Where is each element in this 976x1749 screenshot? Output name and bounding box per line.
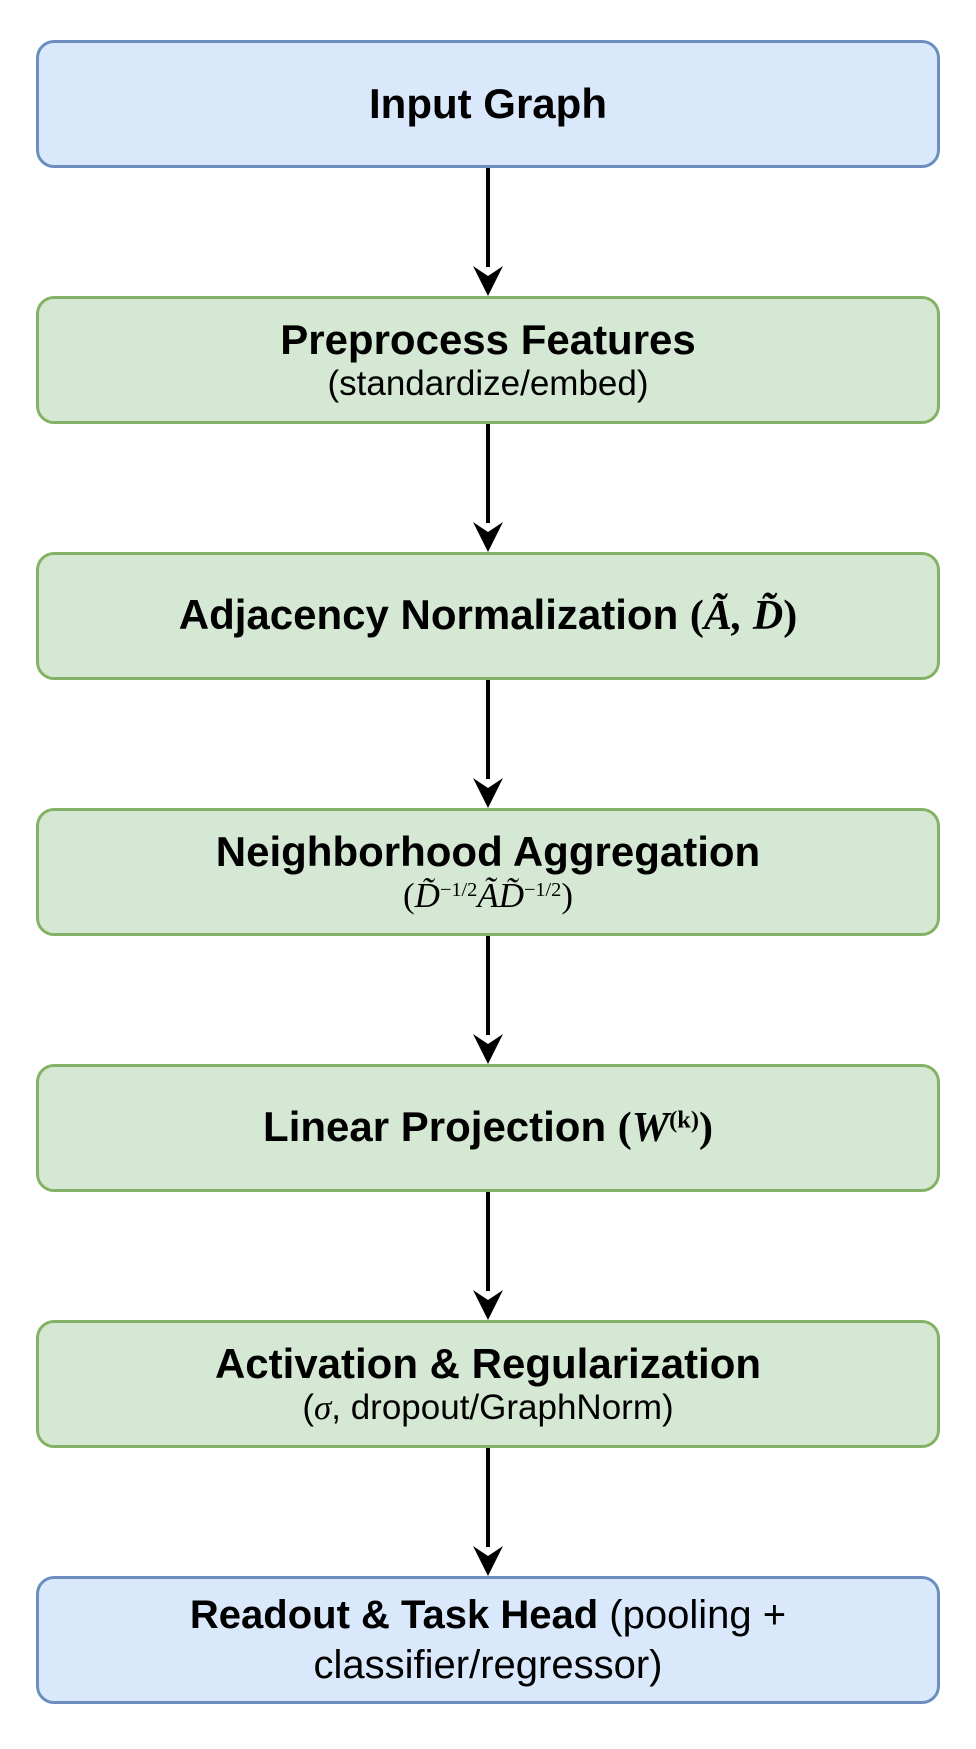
- math-symbol-sigma: σ: [314, 1388, 332, 1428]
- arrow-line: [486, 168, 490, 267]
- node-title-bold: Readout & Task Head: [189, 1593, 599, 1637]
- flow-arrow-2: [473, 424, 503, 552]
- node-title: Input Graph: [369, 79, 607, 127]
- math-symbols-ad: ÃD̃: [477, 876, 524, 916]
- node-title: Linear Projection (W(k)): [263, 1103, 713, 1152]
- subtitle-paren-open: (: [302, 1388, 314, 1428]
- math-paren-close: ): [698, 1105, 713, 1152]
- flow-arrow-5: [473, 1192, 503, 1320]
- node-activation-regularization: Activation & Regularization (σ, dropout/…: [36, 1320, 940, 1448]
- math-symbol-w: W: [631, 1105, 670, 1152]
- arrowhead-down-icon: [473, 1290, 503, 1320]
- math-paren-close: ): [561, 876, 573, 916]
- flowchart-column: Input Graph Preprocess Features (standar…: [36, 40, 940, 1704]
- node-title: Neighborhood Aggregation: [215, 827, 761, 875]
- arrowhead-down-icon: [473, 266, 503, 296]
- arrowhead-down-icon: [473, 1546, 503, 1576]
- flow-arrow-3: [473, 680, 503, 808]
- arrow-line: [486, 936, 490, 1035]
- math-paren-open: (: [689, 593, 704, 640]
- arrow-line: [486, 424, 490, 523]
- node-title: Preprocess Features: [280, 315, 696, 363]
- arrowhead-down-icon: [473, 1034, 503, 1064]
- subtitle-text: , dropout/GraphNorm): [331, 1388, 674, 1428]
- node-linear-projection: Linear Projection (W(k)): [36, 1064, 940, 1192]
- node-title-text: Linear Projection: [263, 1103, 607, 1151]
- math-symbol-d: D̃: [414, 876, 440, 916]
- node-preprocess-features: Preprocess Features (standardize/embed): [36, 296, 940, 424]
- node-title: Readout & Task Head (pooling + classifie…: [39, 1590, 937, 1690]
- math-superscript: −1/2: [439, 878, 478, 901]
- node-title-text: Adjacency Normalization: [178, 591, 679, 639]
- node-neighborhood-aggregation: Neighborhood Aggregation (D̃−1/2ÃD̃−1/2…: [36, 808, 940, 936]
- node-title-rest: (pooling + classifier/regressor): [313, 1593, 787, 1687]
- arrow-line: [486, 680, 490, 779]
- arrow-line: [486, 1192, 490, 1291]
- math-superscript: −1/2: [523, 878, 562, 901]
- flow-arrow-4: [473, 936, 503, 1064]
- math-expression: (W(k)): [617, 1103, 713, 1152]
- node-title: Activation & Regularization: [214, 1339, 762, 1387]
- flow-arrow-6: [473, 1448, 503, 1576]
- node-subtitle: (σ, dropout/GraphNorm): [302, 1388, 673, 1428]
- node-readout-task-head: Readout & Task Head (pooling + classifie…: [36, 1576, 940, 1704]
- math-superscript: (k): [669, 1106, 699, 1134]
- math-symbols: Ã, D̃: [703, 593, 784, 640]
- node-formula: (D̃−1/2ÃD̃−1/2): [403, 876, 573, 916]
- math-paren-open: (: [403, 876, 415, 916]
- node-input-graph: Input Graph: [36, 40, 940, 168]
- node-adjacency-normalization: Adjacency Normalization (Ã, D̃): [36, 552, 940, 680]
- node-title: Adjacency Normalization (Ã, D̃): [179, 591, 798, 640]
- math-paren-open: (: [617, 1105, 632, 1152]
- node-subtitle: (standardize/embed): [327, 364, 649, 404]
- arrowhead-down-icon: [473, 778, 503, 808]
- math-expression: (Ã, D̃): [689, 591, 798, 640]
- arrowhead-down-icon: [473, 522, 503, 552]
- arrow-line: [486, 1448, 490, 1547]
- math-paren-close: ): [783, 593, 798, 640]
- flow-arrow-1: [473, 168, 503, 296]
